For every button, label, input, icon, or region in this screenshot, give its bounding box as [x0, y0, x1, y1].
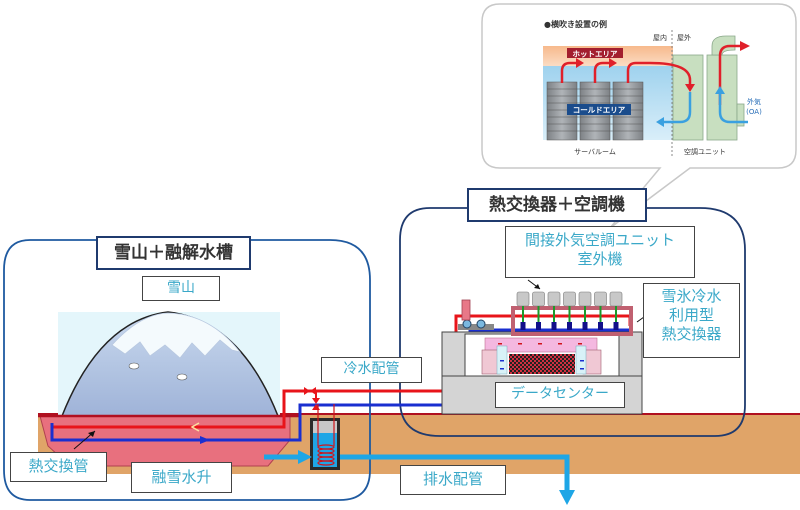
- heat-exchange-pipe-label: 熱交換管: [10, 452, 107, 482]
- hot-area-badge: [567, 48, 623, 58]
- outdoor-unit-label-line1: 間接外気空調ユニット: [524, 231, 675, 249]
- snow-mountain-label: 雪山: [142, 276, 220, 301]
- cold-area-badge: [567, 104, 631, 115]
- outdoor-unit: [578, 291, 592, 330]
- chilled-water-piping-label: 冷水配管: [321, 357, 422, 383]
- outdoor-unit: [609, 291, 623, 330]
- heat-exchanger-label-line3: 熱交換器: [661, 324, 722, 343]
- hx-section-title: 熱交換器＋空調機: [467, 188, 647, 222]
- outside-air-label: 外気: [747, 97, 761, 106]
- snow-section-title: 雪山＋融解水槽: [96, 236, 251, 270]
- outdoor-unit: [547, 291, 561, 330]
- outside-air-abbrev: (OA): [746, 108, 762, 116]
- indoor-label: 屋内: [653, 33, 667, 42]
- ac-unit-label: 空調ユニット: [684, 147, 726, 156]
- hot-arrowheads: [576, 41, 750, 92]
- heat-exchanger-label: 雪氷冷水 利用型 熱交換器: [643, 283, 740, 358]
- hot-air-arrows: [560, 44, 740, 105]
- drain-flow: [264, 450, 575, 505]
- inset-callout: ホットエリア コールドエリア ●横吹き設置の例 屋内 屋外 サーバルーム 空調ユ…: [481, 3, 797, 229]
- outdoor-units: [516, 291, 623, 330]
- outdoor-label: 屋外: [677, 33, 691, 42]
- outdoor-unit: [532, 291, 545, 330]
- ac-unit-indoor-section: [672, 54, 704, 141]
- data-center-label: データセンター: [495, 382, 625, 408]
- heat-exchange-coil: [317, 404, 335, 466]
- heat-exchanger-manifold: [511, 306, 633, 336]
- drain-piping-label: 排水配管: [400, 465, 506, 495]
- snow-section-frame: [3, 239, 371, 501]
- server-room-label: サーバルーム: [574, 148, 616, 156]
- outdoor-unit: [594, 291, 607, 330]
- outdoor-unit-label-line2: 室外機: [577, 249, 623, 268]
- outdoor-unit: [516, 291, 530, 330]
- snow-cap: [111, 312, 242, 359]
- cold-air-arrows: [664, 92, 748, 124]
- cold-area-label: コールドエリア: [573, 106, 626, 115]
- melt-water-tank-label: 融雪水升: [131, 462, 232, 493]
- hot-area-label: ホットエリア: [573, 50, 618, 59]
- heat-exchanger-label-line2: 利用型: [668, 305, 714, 324]
- outdoor-unit-label: 間接外気空調ユニット 室外機: [505, 226, 695, 278]
- outdoor-unit: [563, 291, 576, 330]
- ac-unit-outdoor-section: [706, 54, 738, 141]
- inset-heading: ●横吹き設置の例: [544, 19, 607, 29]
- heat-exchanger-label-line1: 雪氷冷水: [661, 287, 722, 305]
- hx-section-frame: [399, 207, 746, 437]
